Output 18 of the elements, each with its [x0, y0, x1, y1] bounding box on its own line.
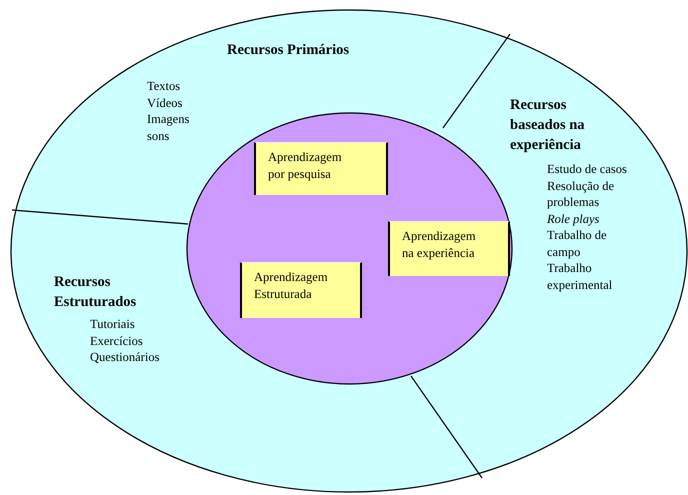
- resource-item: Estudo de casos: [547, 161, 628, 178]
- sector-heading: Recursos Estruturados: [54, 273, 138, 312]
- resource-item: Trabalho experimental: [547, 260, 614, 293]
- resource-item: Trabalho de campo: [547, 227, 608, 260]
- resource-item: Resolução de problemas: [547, 178, 615, 210]
- label-box: Aprendizagem na experiência: [388, 221, 510, 276]
- sector-heading: Recursos baseados na experiência: [510, 96, 586, 155]
- resource-item: Role plays: [547, 210, 600, 227]
- resource-item: Textos: [147, 78, 182, 94]
- resource-item: Exercícios: [90, 332, 144, 349]
- label-box: Aprendizagem por pesquisa: [254, 142, 388, 195]
- resource-item: Tutoriais: [90, 316, 136, 332]
- sector-heading: Recursos Primários: [227, 41, 350, 60]
- label-box: Aprendizagem Estruturada: [240, 262, 362, 318]
- resource-item: Vídeos: [147, 94, 184, 111]
- resource-item: sons: [147, 128, 170, 144]
- resource-item: Imagens: [147, 111, 190, 128]
- resource-item: Questionários: [90, 349, 160, 366]
